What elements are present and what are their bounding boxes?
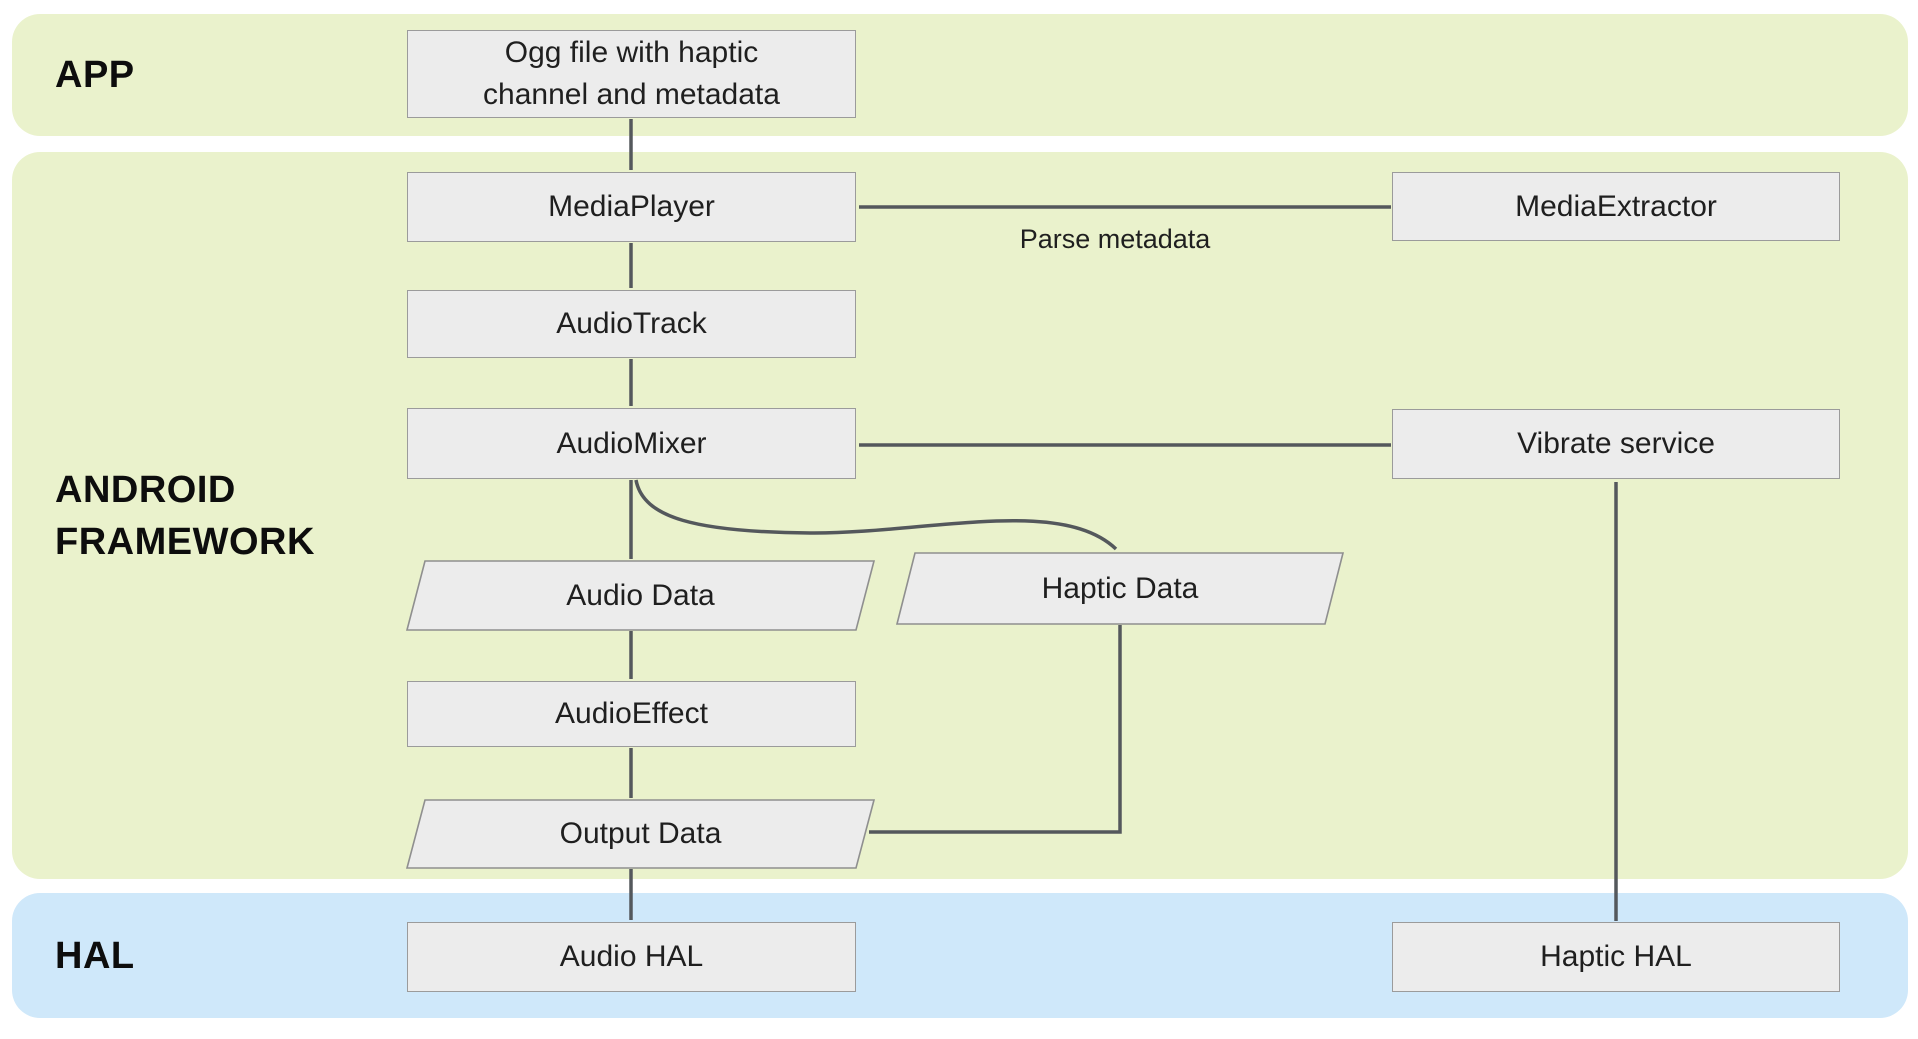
- node-vibrate-service: Vibrate service: [1392, 409, 1840, 479]
- node-audio-effect: AudioEffect: [407, 681, 856, 747]
- node-ogg-file: Ogg file with haptic channel and metadat…: [407, 30, 856, 118]
- node-audio-track: AudioTrack: [407, 290, 856, 358]
- hal-band-label: HAL: [55, 934, 135, 977]
- app-band: [12, 14, 1908, 136]
- node-output-data-label: Output Data: [559, 817, 722, 850]
- android-framework-band-label: ANDROID FRAMEWORK: [55, 468, 315, 563]
- node-audio-mixer: AudioMixer: [407, 408, 856, 479]
- node-media-extractor: MediaExtractor: [1392, 172, 1840, 241]
- app-band-label: APP: [55, 54, 135, 96]
- node-haptic-data-label: Haptic Data: [1041, 571, 1199, 605]
- parse-metadata-label: Parse metadata: [1019, 224, 1211, 254]
- node-audio-data-label: Audio Data: [566, 578, 715, 612]
- node-haptic-hal: Haptic HAL: [1392, 922, 1840, 992]
- node-audio-hal: Audio HAL: [407, 922, 856, 992]
- node-media-player: MediaPlayer: [407, 172, 856, 242]
